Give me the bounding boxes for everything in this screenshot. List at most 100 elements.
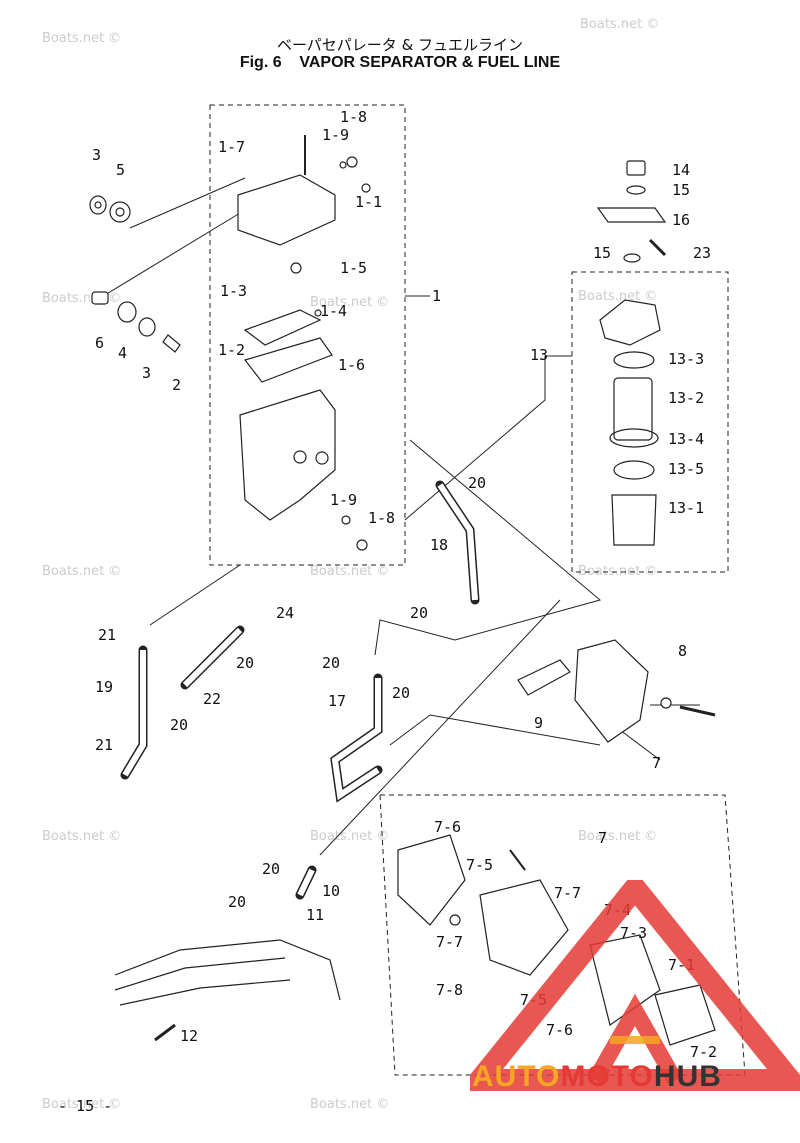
automotohub-logo-mark <box>470 880 800 1091</box>
label-1-8: 1-8 <box>368 509 395 527</box>
label-16: 16 <box>672 211 690 229</box>
bracket <box>596 207 667 223</box>
label-20: 20 <box>236 654 254 672</box>
label-11: 11 <box>306 906 324 924</box>
pump-diaphragm <box>397 834 466 926</box>
watermark: Boats.net © <box>310 1097 389 1112</box>
label-7-7: 7-7 <box>554 884 581 902</box>
label-7-8: 7-8 <box>436 981 463 999</box>
label-1-6: 1-6 <box>338 356 365 374</box>
watermark: Boats.net © <box>42 31 121 46</box>
label-22: 22 <box>203 690 221 708</box>
label-4: 4 <box>118 344 127 362</box>
label-17: 17 <box>328 692 346 710</box>
washer <box>626 185 646 195</box>
label-10: 10 <box>322 882 340 900</box>
pump-gasket <box>517 659 571 696</box>
label-1-3: 1-3 <box>220 282 247 300</box>
logo-text-moto: MOTO <box>560 1060 654 1093</box>
watermark: Boats.net © <box>578 289 657 304</box>
label-13: 13 <box>530 346 548 364</box>
filter-element <box>613 377 653 441</box>
label-7-5: 7-5 <box>466 856 493 874</box>
pump-body <box>479 879 569 976</box>
label-14: 14 <box>672 161 690 179</box>
label-13-1: 13-1 <box>668 499 704 517</box>
label-5: 5 <box>116 161 125 179</box>
fuel-pump-assembly <box>397 639 716 1046</box>
gasket <box>243 337 333 383</box>
label-7-6: 7-6 <box>434 818 461 836</box>
label-15: 15 <box>593 244 611 262</box>
label-12: 12 <box>180 1027 198 1045</box>
watermark: Boats.net © <box>310 829 389 844</box>
watermarks: Boats.net © Boats.net © Boats.net © Boat… <box>42 17 659 1112</box>
label-1-4: 1-4 <box>320 302 347 320</box>
label-15: 15 <box>672 181 690 199</box>
o-ring <box>613 351 655 369</box>
label-7-2: 7-2 <box>690 1043 717 1061</box>
label-1-9: 1-9 <box>322 126 349 144</box>
label-1-1: 1-1 <box>355 193 382 211</box>
leader-lines <box>99 177 700 856</box>
separator-cover <box>237 174 336 246</box>
pump-cover <box>654 984 716 1046</box>
label-3: 3 <box>92 146 101 164</box>
nut <box>626 160 646 176</box>
label-1: 1 <box>432 287 441 305</box>
watermark: Boats.net © <box>42 1097 121 1112</box>
label-21: 21 <box>98 626 116 644</box>
label-19: 19 <box>95 678 113 696</box>
label-13-3: 13-3 <box>668 350 704 368</box>
vapor-separator-group-box <box>209 104 406 566</box>
label-20: 20 <box>468 474 486 492</box>
label-1-7: 1-7 <box>218 138 245 156</box>
label-20: 20 <box>262 860 280 878</box>
label-24: 24 <box>276 604 294 622</box>
label-21: 21 <box>95 736 113 754</box>
page-number: - 15 - <box>58 1097 113 1115</box>
fuel-filter-assembly <box>596 160 667 546</box>
automotohub-logo-text: AUTOMOTOHUB <box>472 1060 722 1094</box>
label-7: 7 <box>598 829 607 847</box>
watermark: Boats.net © <box>310 564 389 579</box>
label-1-2: 1-2 <box>218 341 245 359</box>
needle-valve <box>290 262 302 274</box>
label-20: 20 <box>322 654 340 672</box>
watermark: Boats.net © <box>578 564 657 579</box>
label-13-4: 13-4 <box>668 430 704 448</box>
label-9: 9 <box>534 714 543 732</box>
pump-plate <box>589 934 661 1026</box>
label-20: 20 <box>392 684 410 702</box>
label-2: 2 <box>172 376 181 394</box>
label-1-8: 1-8 <box>340 108 367 126</box>
label-1-5: 1-5 <box>340 259 367 277</box>
label-1-9: 1-9 <box>330 491 357 509</box>
label-20: 20 <box>228 893 246 911</box>
filter-cup <box>611 494 657 546</box>
label-7: 7 <box>652 754 661 772</box>
label-18: 18 <box>430 536 448 554</box>
watermark: Boats.net © <box>42 291 121 306</box>
separator-bowl <box>239 389 336 521</box>
filter-head <box>599 299 661 346</box>
figure-title: Fig. 6 VAPOR SEPARATOR & FUEL LINE <box>0 54 800 72</box>
label-13-2: 13-2 <box>668 389 704 407</box>
watermark: Boats.net © <box>42 564 121 579</box>
label-23: 23 <box>693 244 711 262</box>
watermark: Boats.net © <box>578 829 657 844</box>
fuel-pump <box>574 639 649 743</box>
label-7-7: 7-7 <box>436 933 463 951</box>
fuel-hoses <box>120 480 480 900</box>
label-6: 6 <box>95 334 104 352</box>
figure-title-japanese: ベーパセパレータ & フュエルライン <box>276 36 524 54</box>
engine-block-outline <box>114 939 341 1042</box>
logo-text-hub: HUB <box>653 1060 722 1093</box>
label-13-5: 13-5 <box>668 460 704 478</box>
label-20: 20 <box>170 716 188 734</box>
logo-text-auto: AUTO <box>472 1060 561 1093</box>
figure-title-english: VAPOR SEPARATOR & FUEL LINE <box>299 54 561 71</box>
part-labels: 1-8 1-7 1-9 1-1 3 5 1-5 1-3 1-4 1 1-2 1-… <box>92 108 717 1061</box>
label-7-3: 7-3 <box>620 924 647 942</box>
